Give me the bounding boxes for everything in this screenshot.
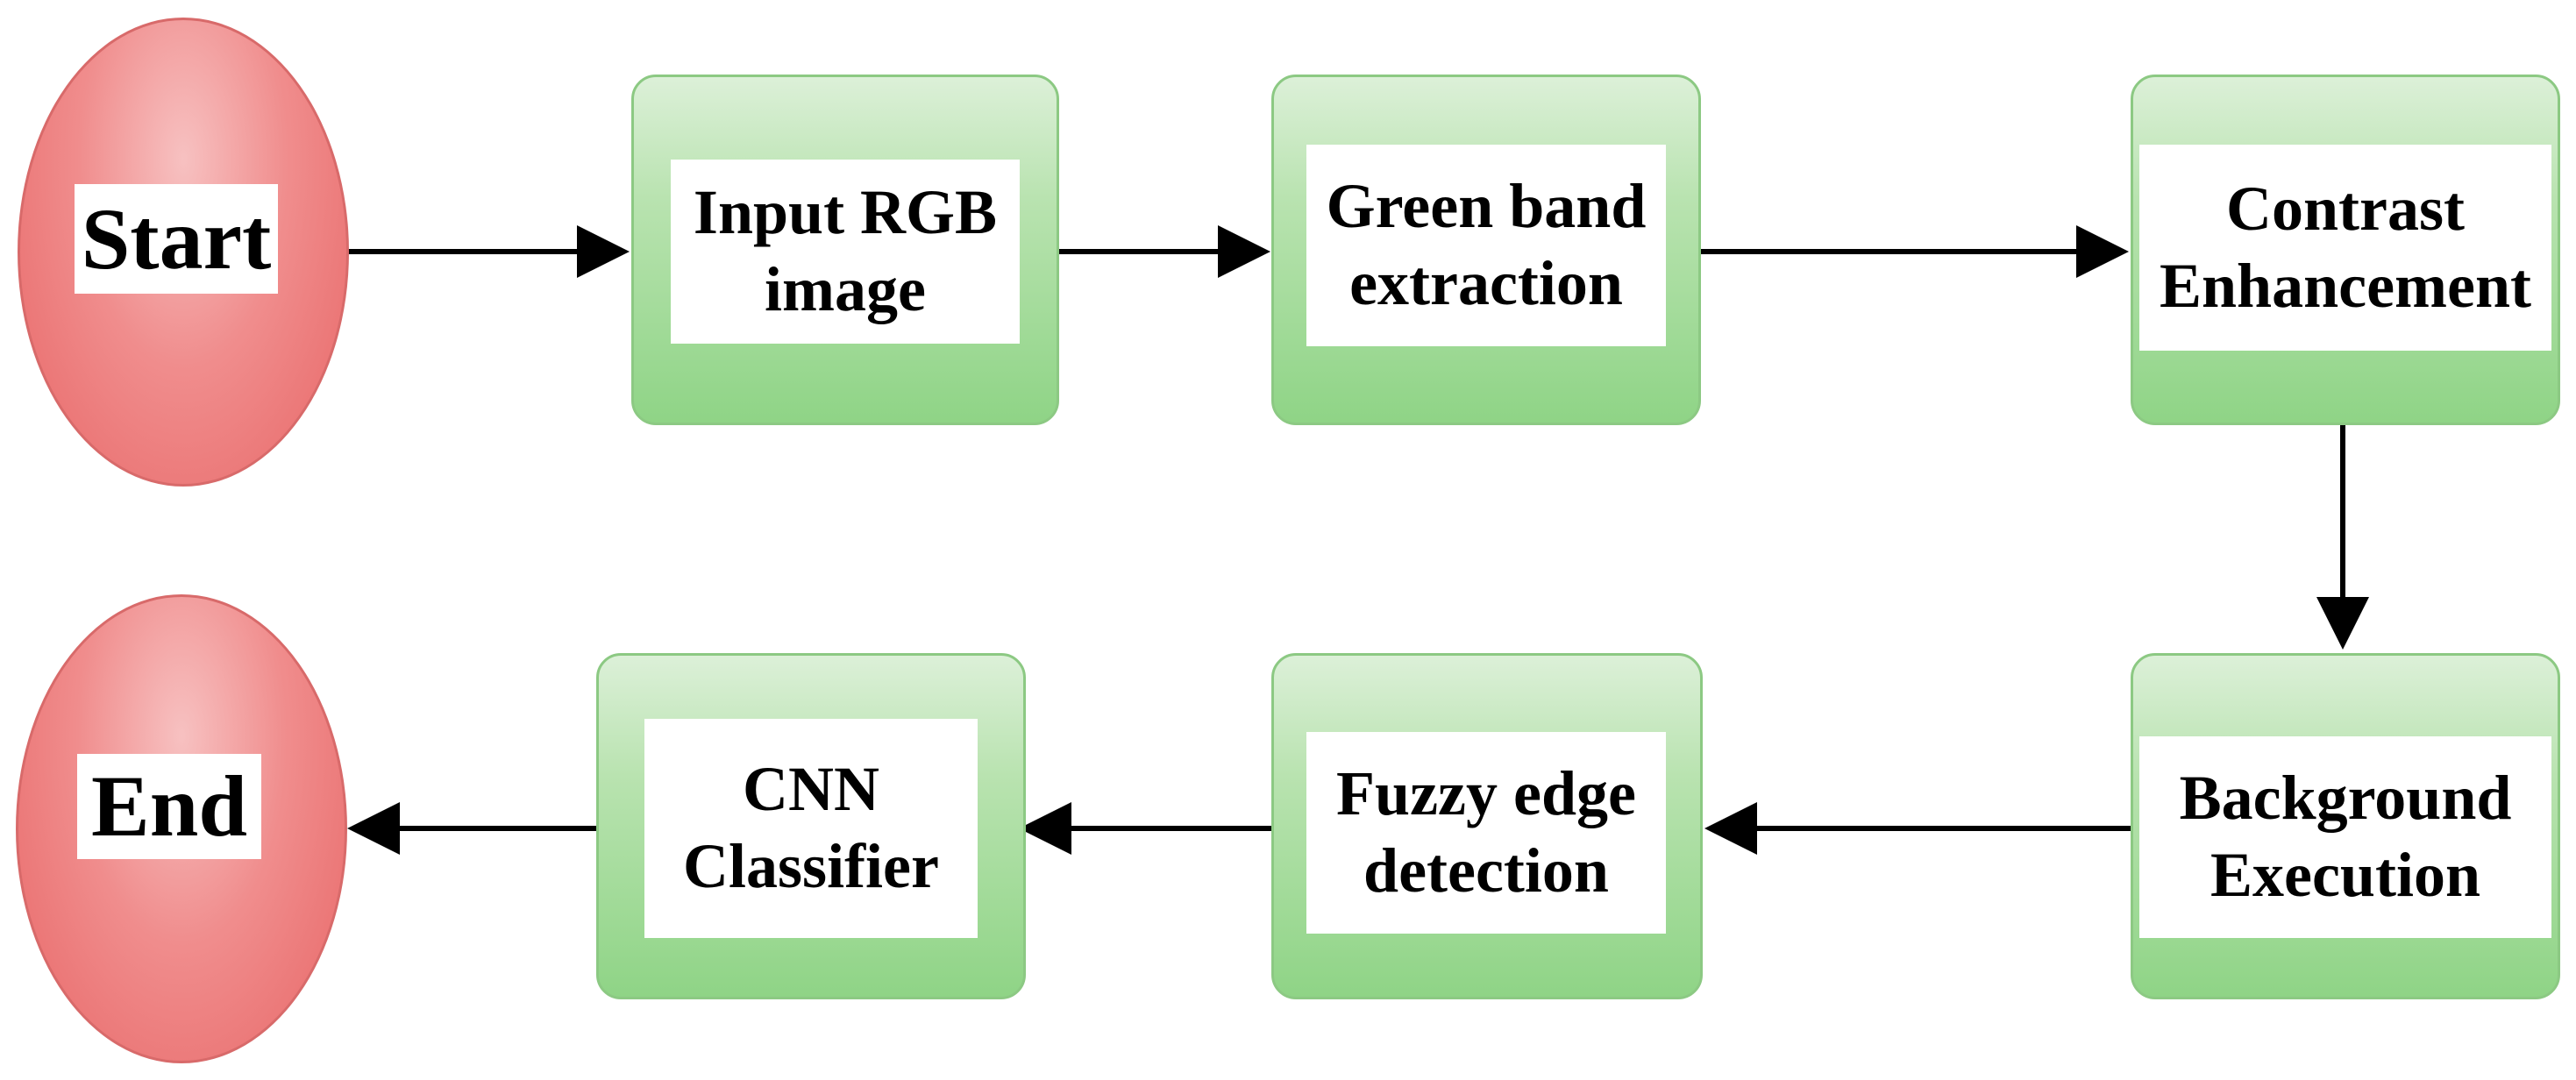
step-fuzzy-edge-line-1: Fuzzy edge (1336, 758, 1636, 829)
step-input-rgb-label: Input RGB image (671, 160, 1020, 344)
step-green-band-line-2: extraction (1349, 248, 1623, 318)
step-cnn-line-2: Classifier (683, 831, 939, 901)
step-contrast-line-1: Contrast (2226, 173, 2465, 244)
step-fuzzy-edge-label: Fuzzy edge detection (1306, 732, 1666, 934)
step-green-band-label: Green band extraction (1306, 145, 1666, 346)
step-input-rgb-line-1: Input RGB (693, 177, 998, 248)
step-fuzzy-edge-line-2: detection (1363, 835, 1609, 906)
step-input-rgb-line-2: image (765, 254, 926, 324)
step-cnn-label: CNN Classifier (644, 719, 978, 938)
step-background-label: Background Execution (2139, 736, 2551, 938)
step-cnn-line-1: CNN (743, 754, 879, 825)
step-contrast-label: Contrast Enhancement (2139, 145, 2551, 351)
start-label: Start (75, 184, 278, 294)
step-green-band-line-1: Green band (1326, 171, 1647, 242)
step-background-line-2: Execution (2210, 840, 2480, 910)
step-background-line-1: Background (2179, 763, 2512, 834)
step-contrast-line-2: Enhancement (2159, 250, 2532, 321)
end-label: End (77, 754, 261, 859)
